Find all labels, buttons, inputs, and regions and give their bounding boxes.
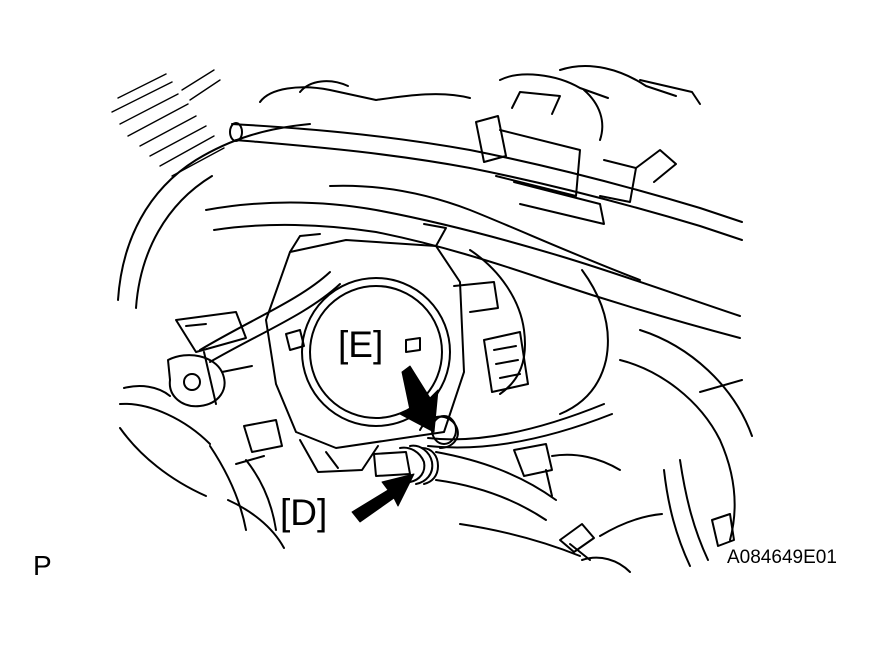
intake-pipe [205,184,741,415]
throttle-body [265,223,499,473]
upper-hose-clamps [475,115,677,225]
upper-hose [229,122,743,241]
vacuum-hose-e [427,403,613,449]
hose-d [435,451,557,521]
hose-clamp-d [373,444,439,485]
throttle-bore [301,277,451,427]
left-thin-tube [199,271,331,351]
bottom-clip [559,523,595,553]
left-bracket [119,311,253,445]
figure-id: A084649E01 [727,547,837,568]
arrow-down-right-icon [399,365,439,433]
upper-housing [259,86,471,103]
callout-label-e: [E] [338,324,384,365]
hose-fitting [513,443,553,477]
lower-left-block [119,419,285,549]
hatching-top-left [111,69,225,177]
corner-mark: P [33,550,52,581]
callout-label-d: [D] [280,492,328,533]
right-structure [619,329,753,567]
sensor-connector [483,331,529,393]
casing-left-curve [117,123,311,301]
arrow-up-right-icon [351,473,415,523]
